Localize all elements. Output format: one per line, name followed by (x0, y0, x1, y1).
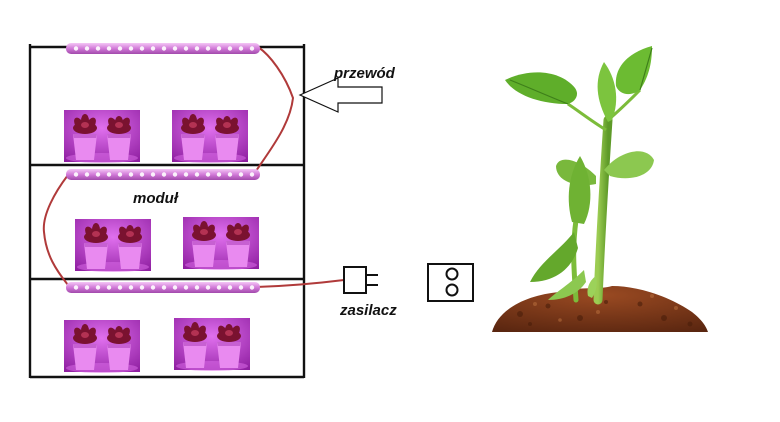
led-diode (238, 172, 244, 177)
led-diode (150, 172, 156, 177)
led-diode (172, 285, 178, 290)
led-diode (95, 46, 101, 51)
led-diode (117, 46, 123, 51)
plant-photo (183, 217, 259, 270)
led-diode (106, 46, 112, 51)
led-diode (172, 46, 178, 51)
led-diode (117, 172, 123, 177)
led-diode (194, 285, 200, 290)
plant-photo (172, 110, 248, 163)
outline-arrow-left (298, 77, 383, 113)
led-diode (249, 172, 255, 177)
led-diode (205, 285, 211, 290)
led-diode (249, 285, 255, 290)
cable-label: przewód (333, 65, 396, 82)
led-diode (172, 172, 178, 177)
led-diode (238, 285, 244, 290)
led-diode (161, 46, 167, 51)
led-diode (139, 46, 145, 51)
led-diode (128, 285, 134, 290)
led-diode (249, 46, 255, 51)
led-diode (161, 172, 167, 177)
led-diode (194, 172, 200, 177)
led-diode (139, 172, 145, 177)
power-supply-label: zasilacz (339, 302, 397, 319)
plant-photo (174, 318, 250, 371)
led-diode (95, 172, 101, 177)
plug-icon (343, 266, 378, 294)
led-diode (194, 46, 200, 51)
plant-photo (64, 110, 140, 163)
module-label: moduł (133, 190, 179, 207)
led-diode (84, 172, 90, 177)
led-diode (227, 172, 233, 177)
plant-photo (75, 219, 151, 272)
led-diode (106, 172, 112, 177)
led-diode (205, 172, 211, 177)
led-diode (73, 172, 79, 177)
led-diode (150, 46, 156, 51)
plant-photo (64, 320, 140, 373)
led-diode (183, 46, 189, 51)
led-diode (73, 46, 79, 51)
led-diode (84, 285, 90, 290)
led-diode (183, 172, 189, 177)
led-diode (117, 285, 123, 290)
led-diode (216, 46, 222, 51)
seedling-illustration (492, 46, 708, 332)
led-diode (95, 285, 101, 290)
led-diode (128, 46, 134, 51)
led-diode (84, 46, 90, 51)
led-diode (128, 172, 134, 177)
led-diode (216, 285, 222, 290)
led-diode (227, 46, 233, 51)
led-diode (227, 285, 233, 290)
led-diode (139, 285, 145, 290)
wall-socket-icon (427, 263, 474, 302)
led-diodes (73, 46, 255, 290)
led-diode (183, 285, 189, 290)
led-diode (73, 285, 79, 290)
cable (42, 46, 345, 288)
led-diode (216, 172, 222, 177)
led-diode (106, 285, 112, 290)
led-diode (150, 285, 156, 290)
led-diode (238, 46, 244, 51)
led-diode (205, 46, 211, 51)
led-diode (161, 285, 167, 290)
